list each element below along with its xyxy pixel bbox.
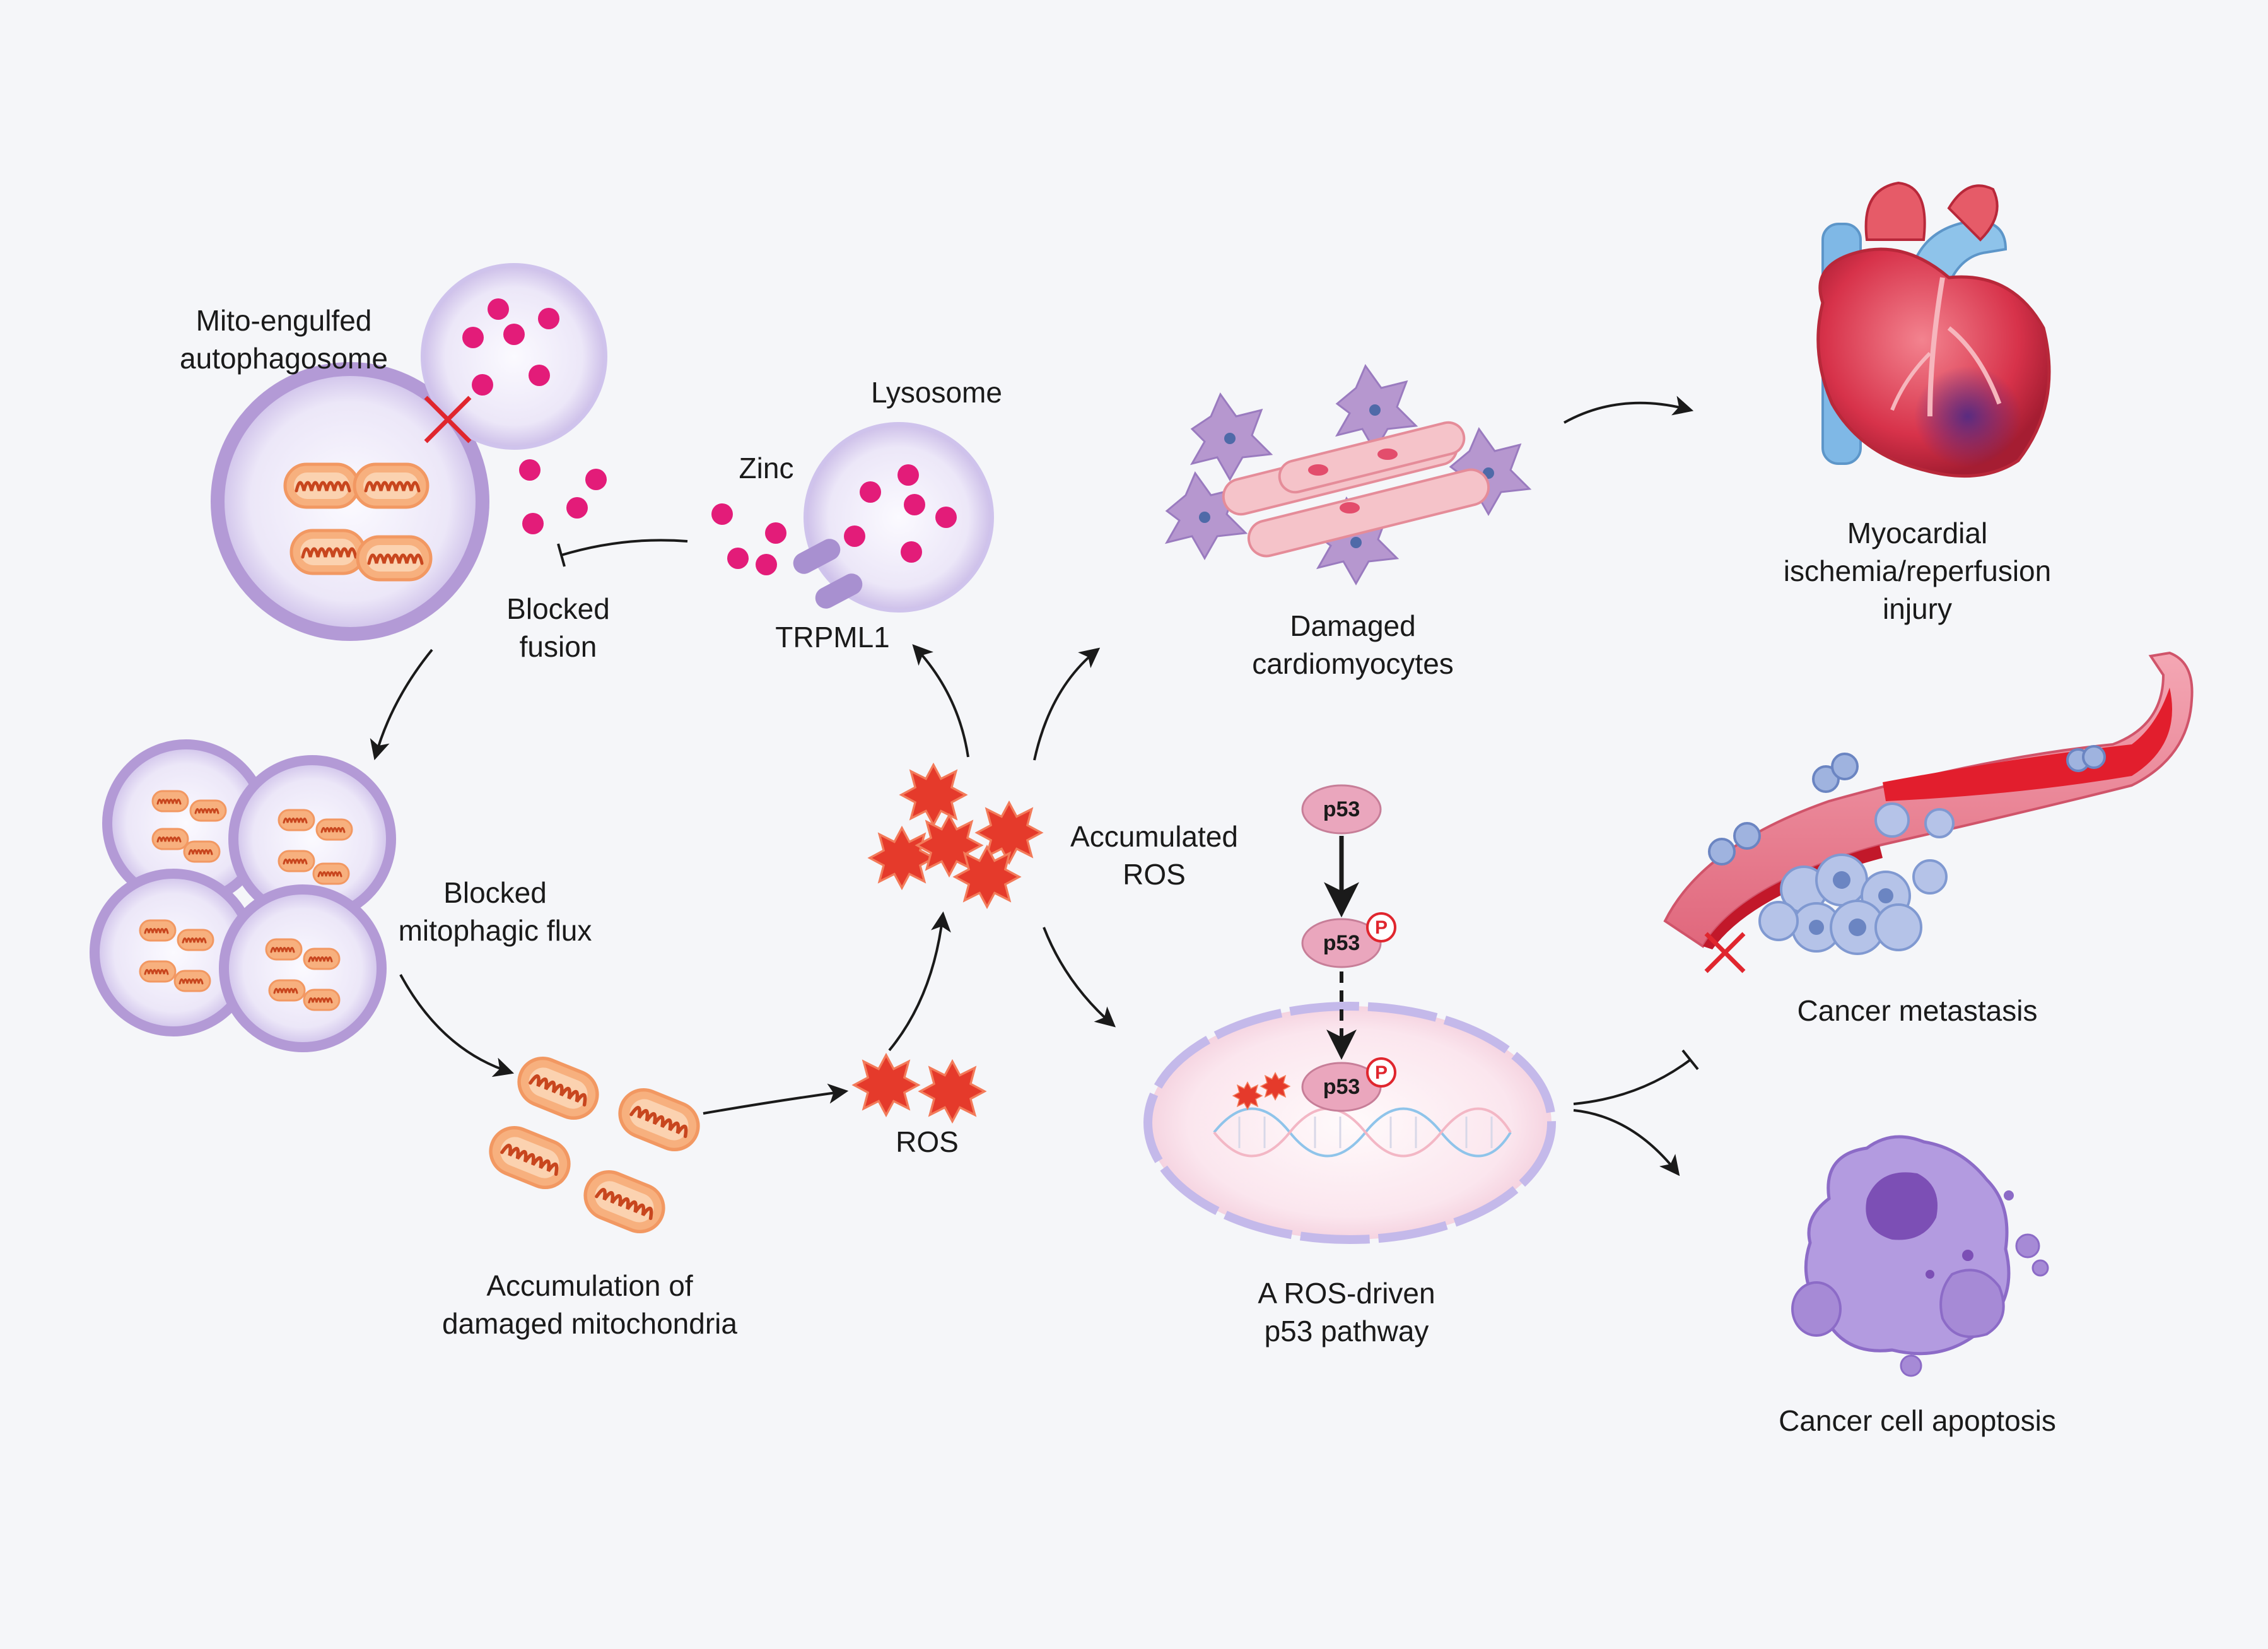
arrow-to-damaged-mito [399, 974, 515, 1077]
lysosome [804, 422, 994, 613]
arrow-to-apoptosis [1573, 1109, 1680, 1177]
blood-vessel [1663, 651, 2194, 973]
arrow-to-cardiomyocytes [1033, 647, 1101, 761]
fusing-lysosome [421, 263, 607, 450]
p53-nuclear [1301, 1057, 1396, 1112]
arrow-to-heart [1564, 396, 1694, 424]
cancer-metastasis-label: Cancer metastasis [1797, 994, 2038, 1027]
nucleus [1143, 1002, 1556, 1244]
p53-label-1: p53 [1323, 797, 1360, 821]
damaged-mitochondria [484, 1051, 705, 1238]
p53-unmodified [1301, 784, 1382, 835]
phospho-label-2: P [1374, 1062, 1388, 1083]
arrow-to-ros [703, 1083, 849, 1115]
mito-engulfed-autophagosome [211, 362, 489, 641]
inhibit-bar [557, 543, 566, 567]
arrow-to-nucleus [1043, 927, 1116, 1028]
trpml1-label: TRPML1 [775, 621, 890, 654]
inhibit-metastasis-arrow [1573, 1059, 1692, 1105]
inhibit-fusion-arrow [561, 539, 688, 556]
cancer-apoptosis-label: Cancer cell apoptosis [1779, 1404, 2056, 1437]
released-zinc-dots [519, 459, 607, 534]
p53-phosphorylated [1301, 912, 1396, 968]
ros-label: ROS [896, 1125, 959, 1158]
lysosome-label: Lysosome [871, 376, 1002, 409]
phospho-label-1: P [1374, 917, 1388, 938]
heart-illustration [1816, 181, 2051, 478]
trpml1-channel [793, 539, 863, 609]
apoptotic-cancer-cell [1791, 1135, 2049, 1377]
autophagosome-cluster [90, 739, 396, 1052]
blocked-x-mark [424, 396, 472, 443]
p53-label-3: p53 [1323, 1075, 1360, 1099]
ros-accumulated [868, 763, 1043, 908]
arrow-to-lysosome [912, 644, 969, 758]
inhibit-metastasis-bar [1681, 1049, 1699, 1071]
damaged-cardiomyocytes-illustration [1164, 363, 1532, 586]
zinc-label: Zinc [739, 452, 794, 484]
arrow-ros-to-accumulated [888, 911, 951, 1052]
zinc-dots [711, 503, 786, 575]
p53-label-2: p53 [1323, 931, 1360, 955]
ros-small [853, 1053, 986, 1123]
arrow-to-cluster [370, 648, 433, 761]
